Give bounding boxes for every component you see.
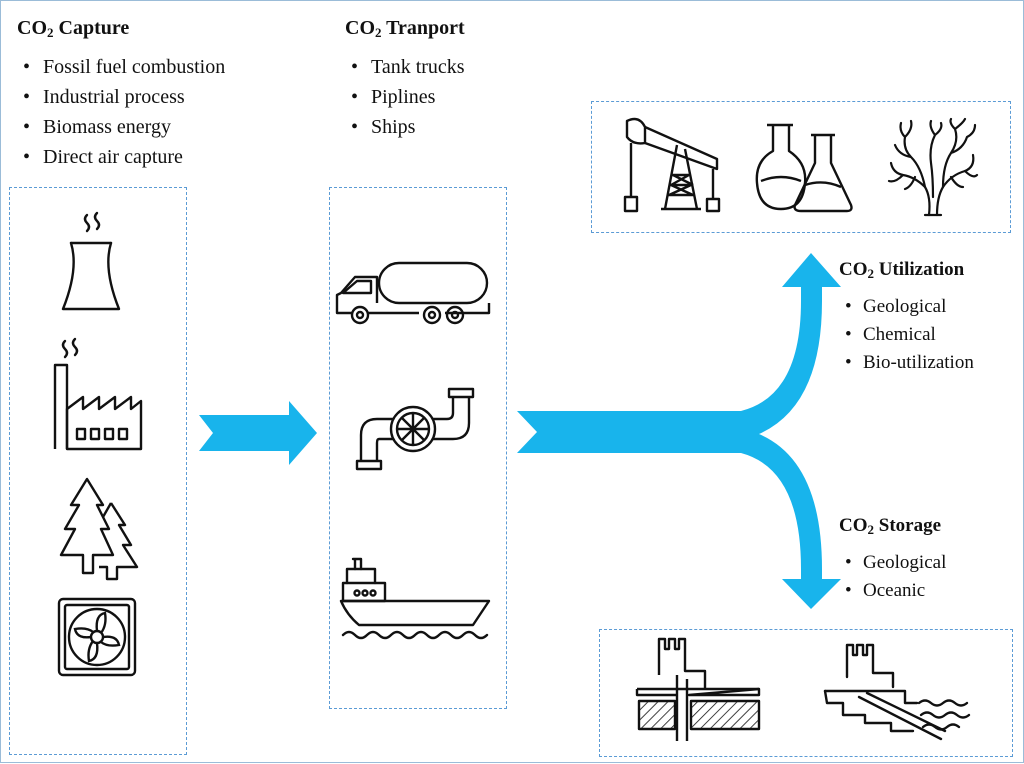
- transport-icons-box: [329, 187, 507, 709]
- list-item: Piplines: [345, 82, 465, 112]
- geological-storage-icon: [635, 637, 761, 741]
- capture-to-transport-arrow: [199, 401, 317, 465]
- list-item: Oceanic: [839, 577, 946, 605]
- storage-list: Geological Oceanic: [839, 549, 946, 605]
- pine-trees-icon: [59, 477, 139, 581]
- cooling-tower-icon: [61, 211, 121, 311]
- list-item: Biomass energy: [17, 112, 225, 142]
- list-item: Chemical: [839, 321, 974, 349]
- storage-title: CO2 Storage: [839, 515, 942, 537]
- list-item: Bio-utilization: [839, 349, 974, 377]
- chemistry-flasks-icon: [755, 123, 853, 213]
- utilization-list: Geological Chemical Bio-utilization: [839, 293, 974, 377]
- transport-section: CO2 Tranport Tank trucks Piplines Ships: [345, 15, 465, 142]
- list-item: Industrial process: [17, 82, 225, 112]
- utilization-title: CO2 Utilization: [839, 259, 965, 281]
- capture-section: CO2 Capture Fossil fuel combustion Indus…: [17, 15, 225, 172]
- capture-title: CO2 Capture: [17, 17, 130, 40]
- pipeline-valve-icon: [355, 387, 475, 471]
- capture-icons-box: [9, 187, 187, 755]
- fan-icon: [57, 597, 137, 677]
- ship-icon: [339, 557, 491, 640]
- transport-title: CO2 Tranport: [345, 17, 465, 40]
- list-item: Ships: [345, 112, 465, 142]
- transport-to-branch-arrow: [517, 253, 841, 609]
- list-item: Fossil fuel combustion: [17, 52, 225, 82]
- utilization-icons-box: [591, 101, 1011, 233]
- list-item: Geological: [839, 549, 946, 577]
- storage-section: CO2 Storage Geological Oceanic: [839, 513, 946, 605]
- capture-list: Fossil fuel combustion Industrial proces…: [17, 52, 225, 172]
- tank-truck-icon: [335, 261, 491, 325]
- oil-pump-jack-icon: [623, 117, 721, 213]
- storage-icons-box: [599, 629, 1013, 757]
- list-item: Direct air capture: [17, 142, 225, 172]
- oceanic-storage-icon: [823, 643, 971, 741]
- coral-icon: [887, 117, 979, 217]
- list-item: Tank trucks: [345, 52, 465, 82]
- utilization-section: CO2 Utilization Geological Chemical Bio-…: [839, 257, 974, 377]
- transport-list: Tank trucks Piplines Ships: [345, 52, 465, 142]
- list-item: Geological: [839, 293, 974, 321]
- factory-icon: [53, 337, 143, 451]
